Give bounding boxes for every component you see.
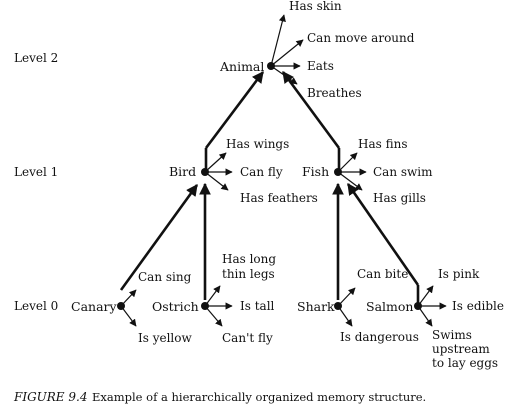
node-animal: Animal Has skin Can move around Eats Bre…: [219, 0, 415, 100]
node-canary: Canary Can sing Is yellow: [71, 270, 192, 345]
prop-ostrich-cant-fly: Can't fly: [222, 331, 273, 345]
prop-arrow-canary-can-sing: [120, 289, 137, 307]
node-shark: Shark Can bite Is dangerous: [297, 267, 419, 344]
prop-bird-has-feathers: Has feathers: [240, 191, 318, 205]
node-fish: Fish Has fins Can swim Has gills: [302, 137, 433, 205]
edge-bird-animal: [204, 71, 265, 149]
caption-label: FIGURE 9.4: [13, 390, 87, 404]
prop-arrow-ostrich-long-legs: [204, 285, 221, 307]
node-label-salmon: Salmon: [366, 299, 413, 314]
prop-salmon-is-edible: Is edible: [452, 299, 504, 313]
caption-text: Example of a hierarchically organized me…: [92, 390, 426, 404]
prop-fish-can-swim: Can swim: [373, 165, 433, 179]
prop-arrow-fish-has-fins: [337, 152, 358, 173]
node-label-ostrich: Ostrich: [152, 299, 199, 314]
node-label-canary: Canary: [71, 299, 117, 314]
prop-arrow-salmon-swims: [417, 305, 433, 327]
edge-salmon-fish: [346, 183, 420, 286]
prop-arrow-animal-breathes: [270, 65, 298, 85]
prop-arrow-shark-is-dangerous: [337, 305, 353, 327]
prop-arrow-salmon-is-pink: [417, 285, 434, 307]
prop-salmon-swims: Swims: [432, 328, 472, 342]
prop-arrow-animal-can-move: [270, 39, 304, 67]
hierarchy-edges: [119, 71, 420, 304]
prop-canary-can-sing: Can sing: [138, 270, 192, 284]
node-label-bird: Bird: [169, 164, 196, 179]
prop-arrow-shark-can-bite: [337, 287, 356, 307]
prop-arrow-ostrich-cant-fly: [204, 305, 223, 327]
prop-arrow-bird-has-wings: [204, 152, 227, 173]
prop-animal-eats: Eats: [307, 59, 334, 73]
node-label-shark: Shark: [297, 299, 335, 314]
prop-shark-is-dangerous: Is dangerous: [340, 330, 419, 344]
prop-fish-has-gills: Has gills: [373, 191, 426, 205]
node-label-fish: Fish: [302, 164, 329, 179]
prop-animal-breathes: Breathes: [307, 86, 362, 100]
prop-shark-can-bite: Can bite: [357, 267, 408, 281]
node-bird: Bird Has wings Can fly Has feathers: [169, 137, 318, 205]
prop-bird-can-fly: Can fly: [240, 165, 283, 179]
figure-caption: FIGURE 9.4 Example of a hierarchically o…: [13, 390, 426, 404]
prop-salmon-upstream: upstream: [432, 342, 490, 356]
edge-canary-bird: [119, 184, 199, 291]
prop-arrow-animal-has-skin: [270, 14, 286, 67]
prop-animal-can-move-around: Can move around: [307, 31, 415, 45]
prop-bird-has-wings: Has wings: [226, 137, 289, 151]
level-label-1: Level 1: [14, 165, 58, 179]
level-label-0: Level 0: [14, 299, 58, 313]
prop-arrow-bird-has-feathers: [204, 171, 229, 191]
node-ostrich: Ostrich Has long thin legs Is tall Can't…: [152, 252, 276, 345]
prop-animal-has-skin: Has skin: [289, 0, 342, 13]
prop-ostrich-has-long: Has long: [222, 252, 276, 266]
edge-fish-animal: [281, 71, 341, 149]
prop-salmon-to-lay-eggs: to lay eggs: [432, 356, 498, 370]
prop-arrow-fish-has-gills: [337, 171, 363, 191]
prop-ostrich-thin-legs: thin legs: [222, 267, 275, 281]
node-label-animal: Animal: [219, 59, 264, 74]
prop-salmon-is-pink: Is pink: [438, 267, 480, 281]
level-label-2: Level 2: [14, 51, 58, 65]
node-salmon: Salmon Is pink Is edible Swims upstream …: [366, 267, 504, 370]
prop-canary-is-yellow: Is yellow: [138, 331, 192, 345]
prop-fish-has-fins: Has fins: [358, 137, 407, 151]
prop-arrow-canary-is-yellow: [120, 305, 137, 327]
prop-ostrich-is-tall: Is tall: [240, 299, 275, 313]
